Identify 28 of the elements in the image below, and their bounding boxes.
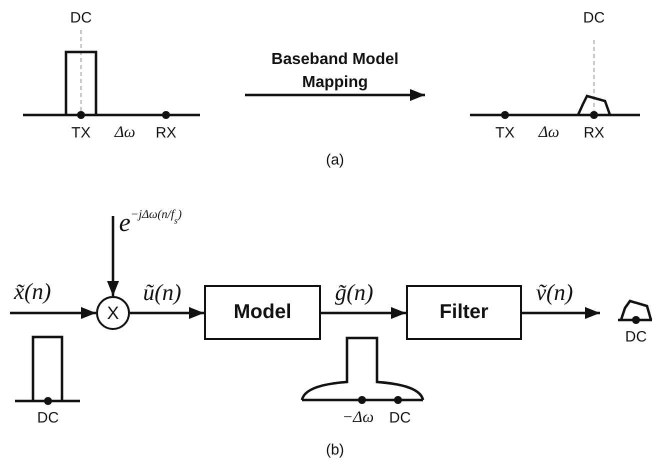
signal-label: ṽ(n)	[536, 281, 574, 304]
arrow	[130, 307, 204, 319]
arrow	[10, 307, 96, 319]
arrow	[321, 307, 406, 319]
dc-label: DC	[389, 410, 411, 426]
caption-label: (b)	[326, 442, 344, 458]
tick-label: RX	[584, 126, 604, 140]
edge-label: Baseband Model Mapping	[270, 50, 400, 94]
frequency-offset-label: Δω	[538, 125, 560, 141]
dc-label: DC	[37, 410, 59, 426]
dc-label: DC	[583, 10, 605, 26]
signal-label: x̃(n)	[14, 280, 52, 303]
arrow	[522, 307, 600, 319]
signal-label: ũ(n)	[143, 281, 182, 304]
tick-label: RX	[156, 126, 176, 140]
caption-label: (a)	[326, 152, 344, 168]
tick-label: TX	[71, 126, 91, 140]
signal-label: g̃(n)	[335, 281, 374, 304]
arrow	[245, 89, 425, 101]
frequency-offset-label: Δω	[114, 125, 136, 141]
dc-label: DC	[70, 10, 92, 26]
process-box: Filter	[406, 285, 522, 340]
multiplier-circle: X	[96, 296, 130, 330]
process-box: Model	[204, 285, 321, 340]
arrow	[107, 216, 119, 296]
tick-label: TX	[495, 126, 515, 140]
dc-label: DC	[625, 330, 647, 344]
frequency-offset-label: −Δω	[342, 410, 374, 426]
